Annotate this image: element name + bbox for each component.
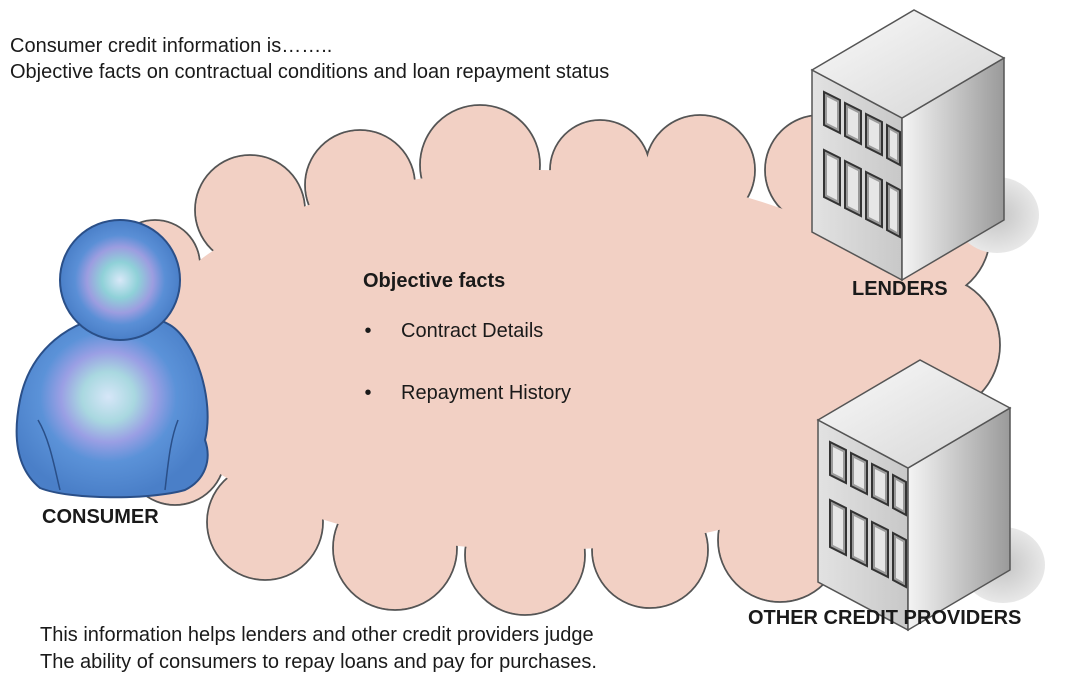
fact-item-repayment-history: • Repayment History — [363, 378, 571, 416]
bullet-icon: • — [364, 382, 372, 404]
footer-text: This information helps lenders and other… — [40, 622, 597, 676]
other-credit-providers-label: OTHER CREDIT PROVIDERS — [748, 607, 1022, 629]
fact-label: Repayment History — [401, 382, 572, 404]
objective-facts-box: Objective facts • Contract Details • Rep… — [363, 270, 571, 440]
footer-line-1: This information helps lenders and other… — [40, 624, 594, 646]
bullet-icon: • — [364, 320, 372, 342]
consumer-person-icon — [15, 219, 209, 499]
intro-line-1: Consumer credit information is…….. — [10, 35, 333, 57]
lenders-building-icon — [811, 9, 1040, 281]
fact-label: Contract Details — [401, 320, 544, 342]
consumer-label: CONSUMER — [42, 506, 159, 528]
intro-line-2: Objective facts on contractual condition… — [10, 61, 610, 83]
footer-line-2: The ability of consumers to repay loans … — [40, 651, 597, 673]
lenders-label: LENDERS — [852, 278, 948, 300]
intro-text: Consumer credit information is…….. Objec… — [10, 33, 609, 85]
other-credit-providers-building-icon — [817, 359, 1046, 631]
fact-item-contract-details: • Contract Details — [363, 316, 571, 354]
objective-facts-title: Objective facts — [363, 270, 506, 292]
